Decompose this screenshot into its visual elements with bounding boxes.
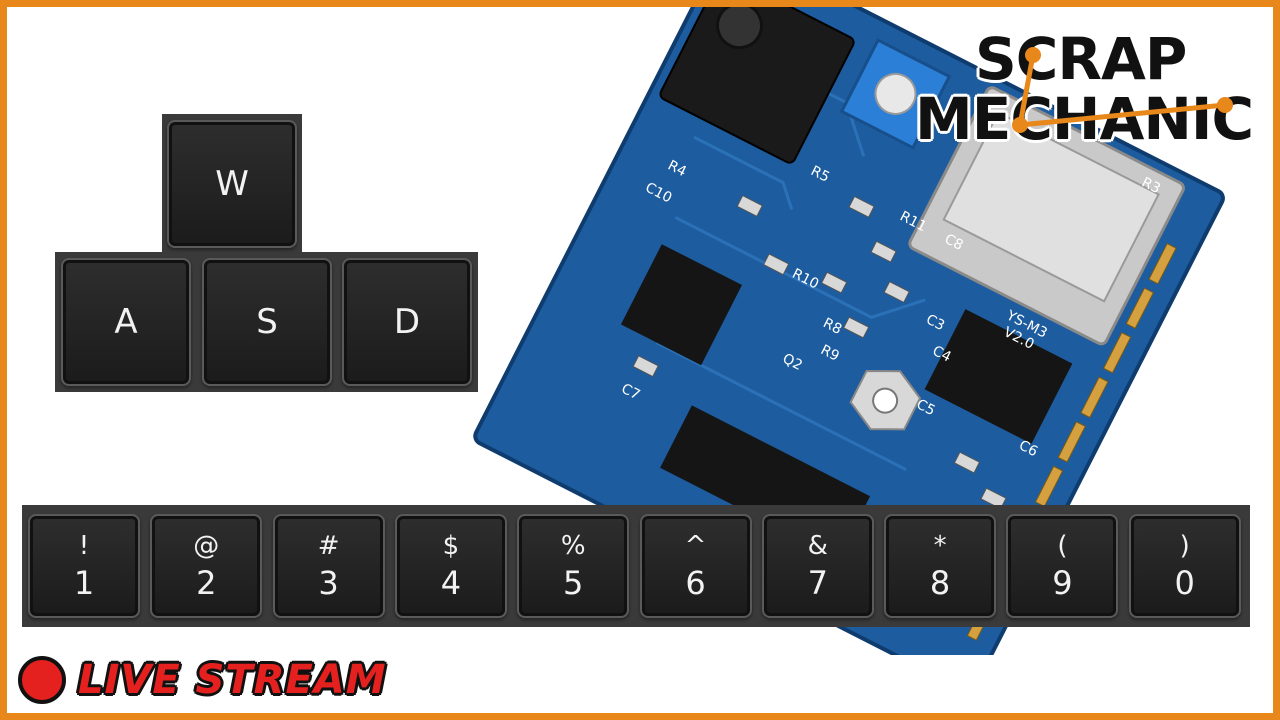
key-d-label: D: [393, 302, 421, 342]
label-c8: C8: [942, 231, 966, 254]
key-number: 4: [440, 564, 462, 602]
key-number: 6: [685, 564, 706, 602]
label-r5: R5: [808, 163, 832, 186]
label-c3: C3: [923, 312, 947, 335]
record-dot-icon: [18, 656, 66, 704]
key-number: 5: [563, 564, 584, 602]
number-row: !1@2#3$4%5^6&7*8(9)0: [22, 505, 1250, 627]
logo-line-1: SCRAP: [975, 25, 1187, 93]
key-8[interactable]: *8: [884, 514, 997, 618]
circuit-board-icon: YS-M3 V2.0 R3 R4 R5 R8 R9 R10 R11 C3 C4 …: [473, 0, 1225, 694]
key-symbol: @: [193, 531, 220, 561]
key-w-label: W: [215, 164, 249, 204]
key-number: 9: [1052, 564, 1073, 602]
key-number: 1: [73, 564, 95, 602]
live-stream-label: LIVE STREAM: [78, 657, 387, 703]
key-2[interactable]: @2: [150, 514, 263, 618]
key-6[interactable]: ^6: [639, 514, 752, 618]
label-r3: R3: [1139, 175, 1163, 198]
key-w[interactable]: W: [167, 120, 297, 248]
key-symbol: (: [1057, 531, 1068, 561]
circuit-board-image: YS-M3 V2.0 R3 R4 R5 R8 R9 R10 R11 C3 C4 …: [440, 0, 1240, 694]
label-c5: C5: [914, 396, 938, 419]
key-a-label: A: [114, 302, 138, 342]
logo-connector-icon: [1012, 47, 1233, 133]
key-symbol: ^: [684, 531, 707, 561]
key-number: 3: [318, 564, 339, 602]
chip-main: [924, 309, 1073, 444]
key-symbol: &: [807, 531, 828, 561]
key-symbol: #: [317, 531, 340, 561]
key-symbol: *: [933, 531, 947, 561]
key-9[interactable]: (9: [1006, 514, 1119, 618]
label-r4: R4: [665, 158, 689, 181]
key-number: 8: [929, 564, 951, 602]
key-number: 2: [196, 564, 217, 602]
key-symbol: $: [442, 531, 460, 561]
key-3[interactable]: #3: [272, 514, 385, 618]
key-symbol: ): [1179, 531, 1190, 561]
label-c7: C7: [619, 381, 643, 404]
key-symbol: %: [560, 531, 586, 561]
key-s[interactable]: S: [202, 258, 332, 386]
key-s-label: S: [256, 302, 278, 342]
key-symbol: !: [78, 531, 90, 561]
key-number: 7: [807, 564, 828, 602]
label-c4: C4: [930, 343, 954, 366]
key-d[interactable]: D: [342, 258, 472, 386]
label-c6: C6: [1016, 437, 1040, 460]
live-stream-badge: LIVE STREAM: [18, 650, 387, 710]
label-r9: R9: [818, 342, 842, 365]
label-r8: R8: [820, 315, 844, 338]
key-7[interactable]: &7: [761, 514, 874, 618]
key-0[interactable]: )0: [1128, 514, 1241, 618]
key-5[interactable]: %5: [517, 514, 630, 618]
key-number: 0: [1174, 564, 1195, 602]
chip-small: [620, 244, 742, 366]
scrap-mechanic-logo: SCRAP MECHANIC: [915, 25, 1254, 155]
key-a[interactable]: A: [61, 258, 191, 386]
key-1[interactable]: !1: [28, 514, 140, 618]
key-4[interactable]: $4: [394, 514, 507, 618]
